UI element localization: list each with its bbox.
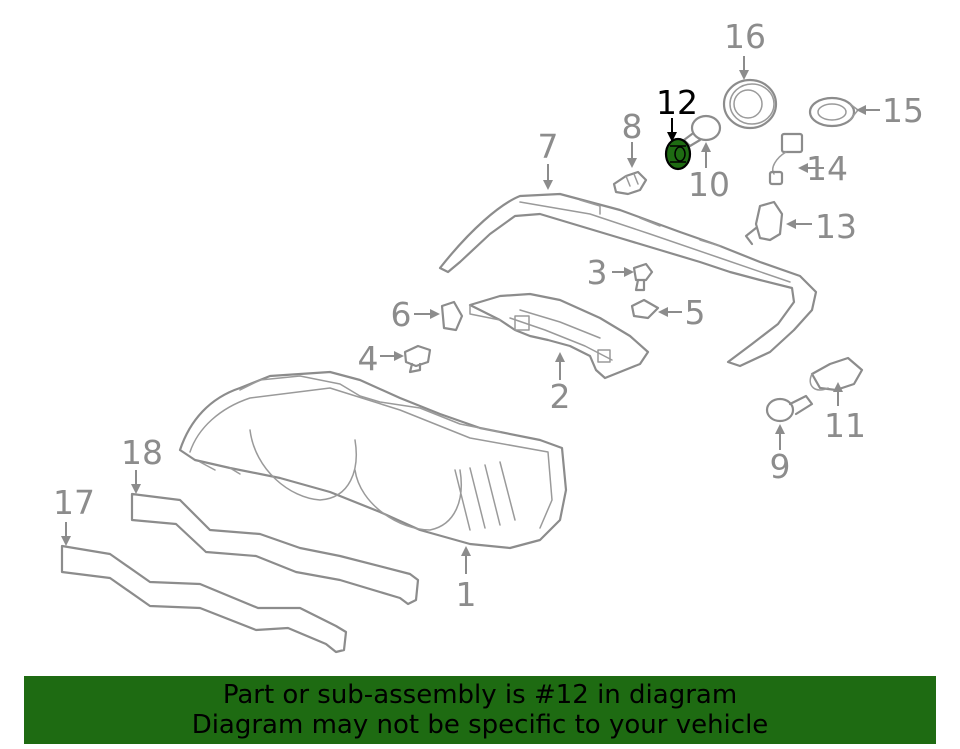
callout-4: 4 bbox=[358, 339, 379, 378]
callout-13: 13 bbox=[815, 207, 857, 246]
callout-14: 14 bbox=[806, 149, 848, 188]
part-12-cap-highlighted bbox=[664, 137, 692, 171]
part-16-cover-ring bbox=[722, 78, 778, 130]
callout-6: 6 bbox=[391, 295, 412, 334]
part-11-socket-wire bbox=[809, 356, 864, 392]
part-6-clip bbox=[440, 300, 464, 332]
leader-lines bbox=[61, 56, 880, 574]
part-1-headlight-assembly bbox=[178, 370, 568, 550]
part-14-connector bbox=[768, 132, 804, 186]
callout-8: 8 bbox=[622, 107, 643, 146]
callout-10: 10 bbox=[688, 165, 730, 204]
callout-3: 3 bbox=[587, 253, 608, 292]
callout-11: 11 bbox=[824, 406, 866, 445]
callout-16: 16 bbox=[724, 17, 766, 56]
banner-line-2: Diagram may not be specific to your vehi… bbox=[191, 710, 769, 740]
part-9-bulb bbox=[765, 394, 814, 423]
part-2-bracket bbox=[468, 292, 650, 380]
callout-12-highlighted: 12 bbox=[656, 83, 698, 122]
part-17-trim-strip-lower bbox=[60, 544, 348, 654]
notice-banner: Part or sub-assembly is #12 in diagram D… bbox=[24, 676, 936, 744]
callout-5: 5 bbox=[685, 293, 706, 332]
part-18-trim-strip-upper bbox=[130, 492, 420, 606]
callout-9: 9 bbox=[770, 447, 791, 486]
part-4-screw bbox=[403, 344, 432, 374]
banner-line-1: Part or sub-assembly is #12 in diagram bbox=[222, 680, 738, 710]
part-3-screw bbox=[632, 262, 654, 292]
part-5-clip-nut bbox=[630, 298, 660, 320]
callout-17: 17 bbox=[53, 483, 95, 522]
callout-18: 18 bbox=[121, 433, 163, 472]
callout-1: 1 bbox=[456, 575, 477, 614]
part-15-ring bbox=[808, 96, 859, 128]
callout-labels: 1 2 3 4 5 6 7 8 9 10 11 12 13 14 15 16 1… bbox=[53, 17, 924, 614]
part-8-bulb-socket bbox=[612, 170, 648, 196]
callout-15: 15 bbox=[882, 91, 924, 130]
callout-2: 2 bbox=[550, 377, 571, 416]
part-13-bulb bbox=[744, 200, 784, 246]
part-7-trim-strip bbox=[438, 192, 818, 368]
callout-7: 7 bbox=[538, 127, 559, 166]
